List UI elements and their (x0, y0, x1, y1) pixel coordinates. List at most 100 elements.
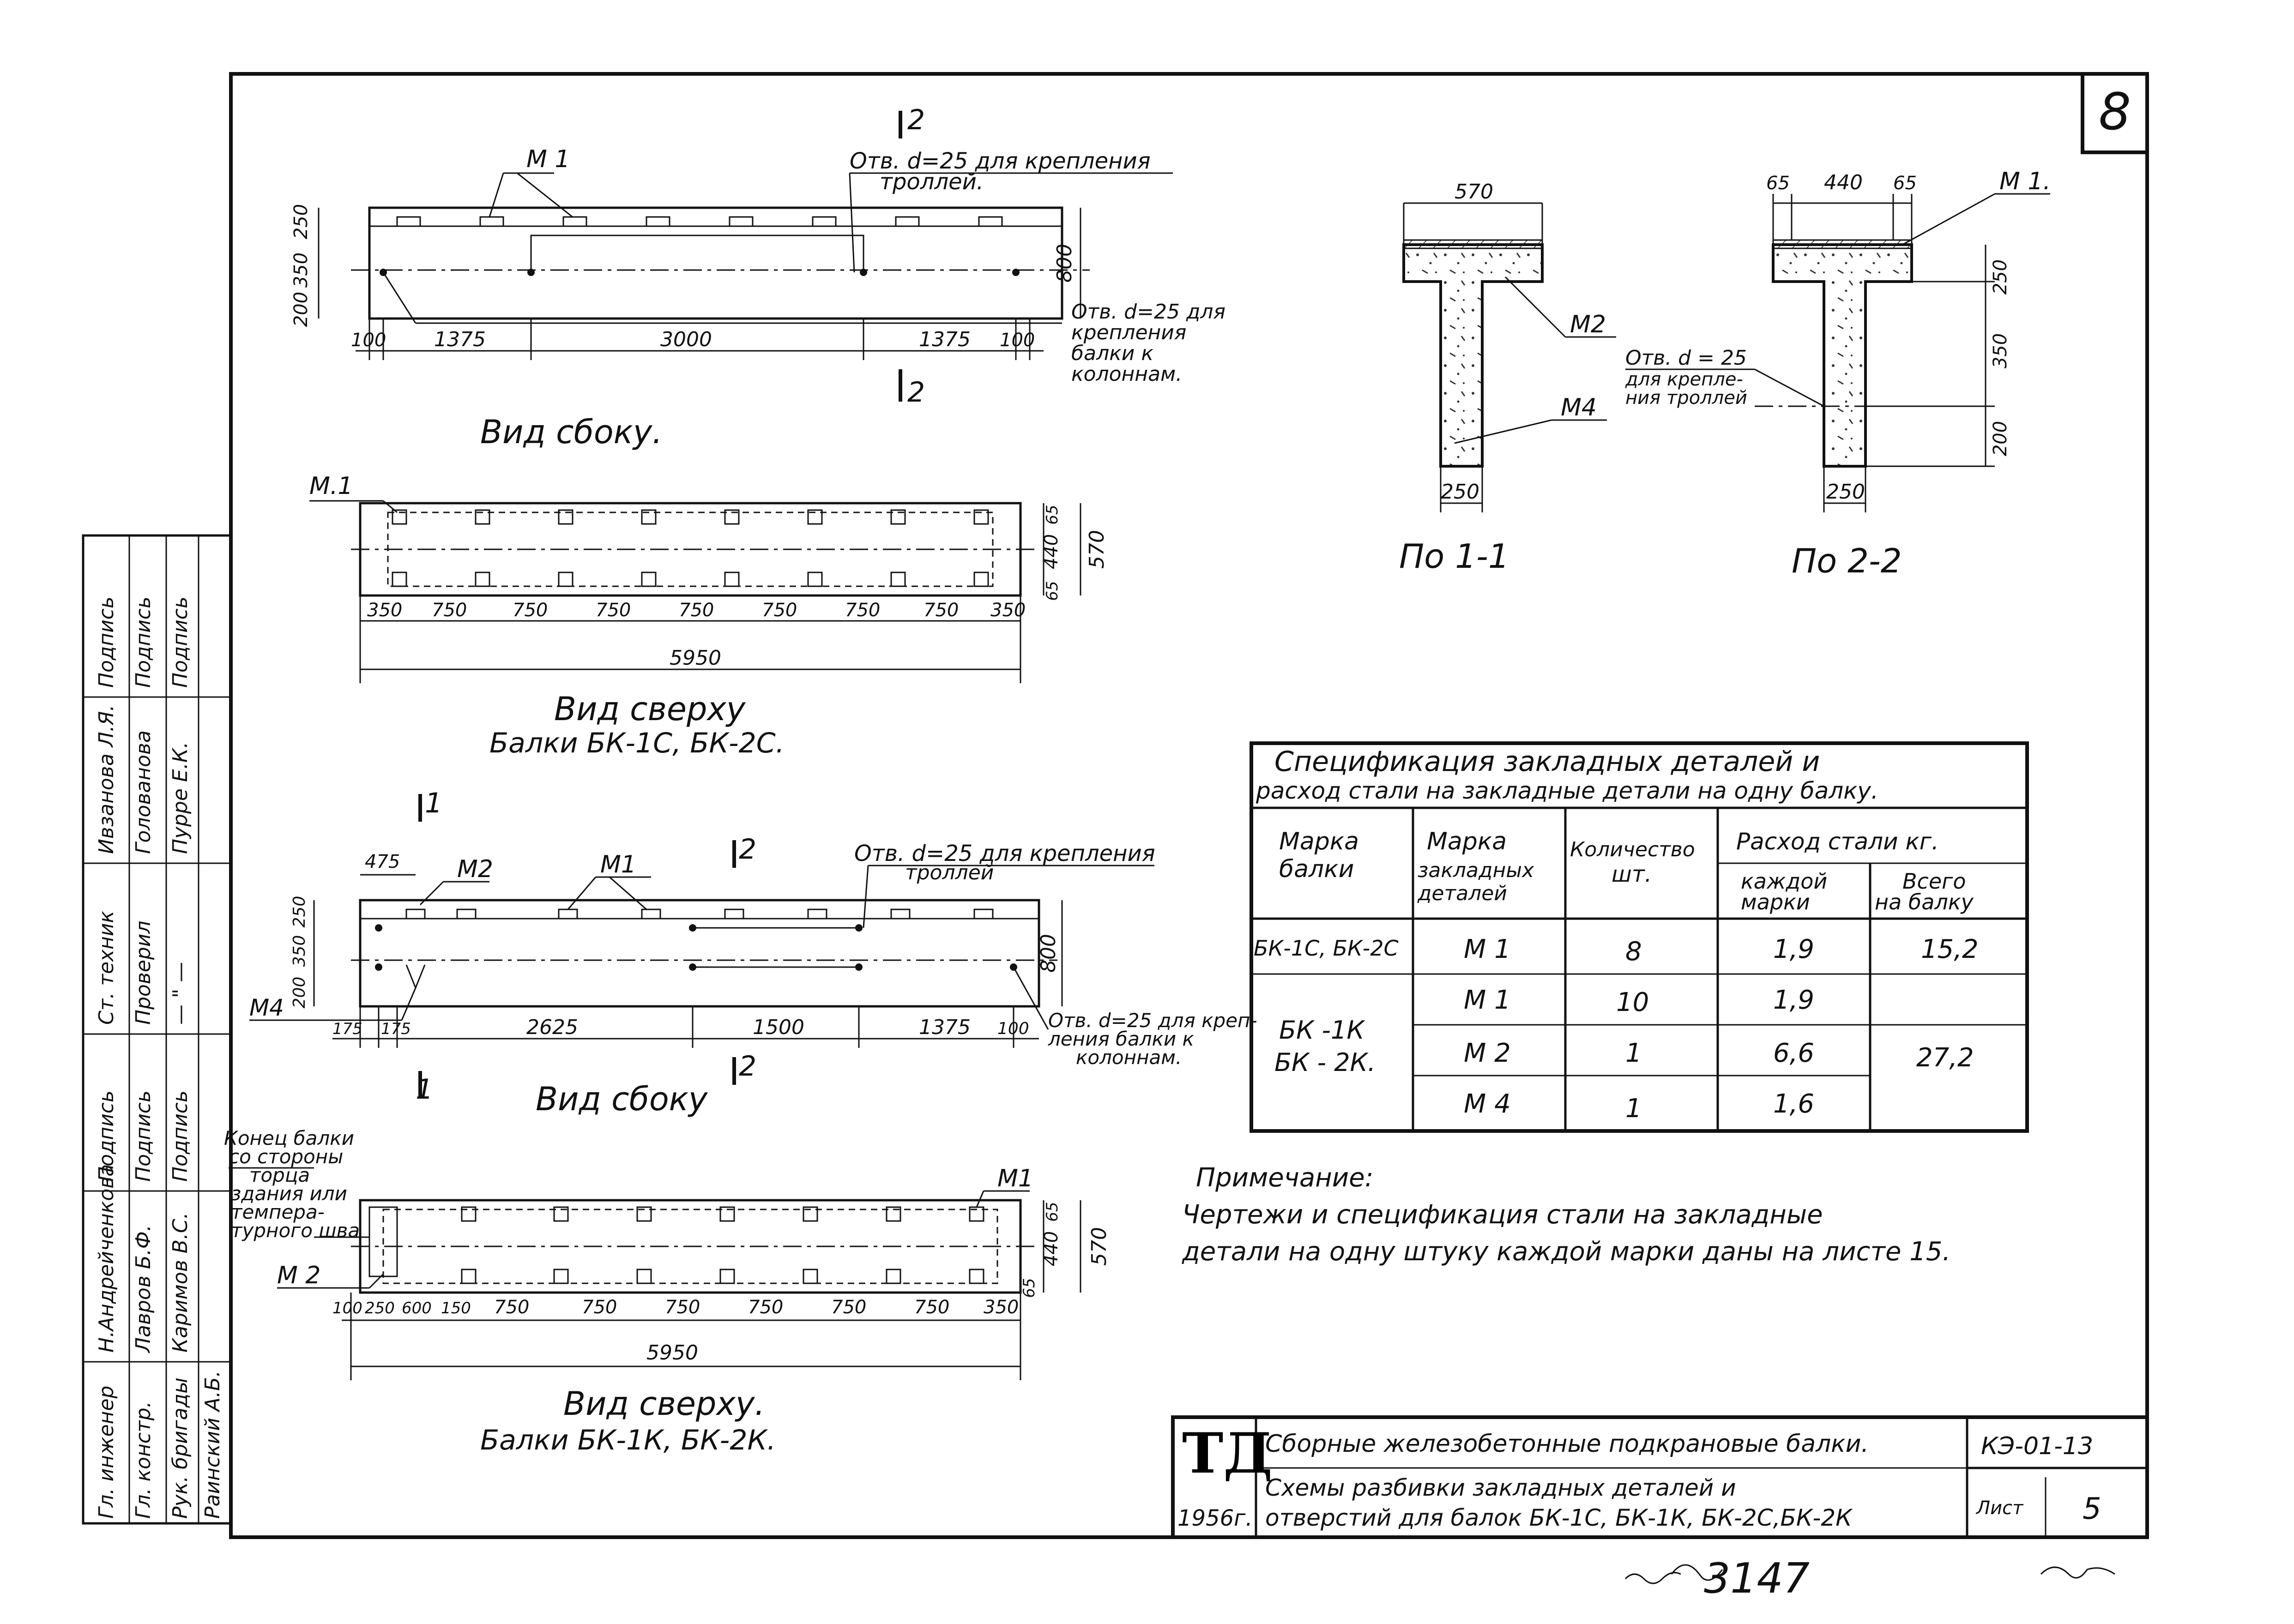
note-section22-3: ния троллей (1625, 387, 1747, 409)
mark-m2-top2: М 2 (277, 1262, 320, 1289)
caption-side-view-2: Вид сбоку (536, 1080, 708, 1118)
svg-text:440: 440 (1824, 171, 1863, 194)
svg-text:475: 475 (365, 851, 400, 872)
year: 1956г. (1177, 1505, 1253, 1531)
svg-text:750: 750 (914, 1297, 949, 1318)
svg-text:закладных: закладных (1418, 859, 1534, 882)
svg-text:Количество: Количество (1570, 838, 1695, 861)
side-stamp-panel: Ст. техник Проверил — " — Ивзанова Л.Я. … (82, 534, 232, 1525)
note-beam-end-1: Конец балки (224, 1127, 354, 1149)
side-col4-a: Н.Андрейченкова (95, 1164, 118, 1353)
caption-side-view-1: Вид сбоку. (480, 413, 663, 451)
svg-text:175: 175 (381, 1020, 411, 1038)
svg-text:350: 350 (367, 600, 402, 621)
beam-outline (368, 206, 1063, 320)
svg-text:Всего: Всего (1902, 869, 1966, 894)
svg-text:100: 100 (351, 330, 386, 351)
svg-text:570: 570 (1455, 180, 1493, 204)
svg-text:БК - 2К.: БК - 2К. (1274, 1048, 1376, 1077)
mark-m1-side2: М1 (600, 851, 636, 878)
side-col1-c: — " — (169, 962, 192, 1025)
side-col5-b: Подпись (132, 1090, 155, 1182)
svg-text:3000: 3000 (660, 328, 712, 351)
svg-text:2625: 2625 (526, 1016, 578, 1039)
section-1-1: 570 М2 М4 250 По 1-1 (1399, 180, 1616, 576)
sheet-number: 8 (2099, 82, 2131, 141)
svg-text:10: 10 (1616, 987, 1649, 1017)
svg-text:750: 750 (679, 600, 714, 621)
svg-text:750: 750 (494, 1297, 529, 1318)
svg-text:темпера-: темпера- (231, 1201, 325, 1223)
svg-text:со стороны: со стороны (229, 1145, 343, 1168)
svg-text:800: 800 (1037, 934, 1060, 973)
svg-text:М 2: М 2 (1464, 1038, 1511, 1068)
mark-m1: М 1 (526, 145, 570, 173)
svg-text:15,2: 15,2 (1921, 934, 1979, 964)
svg-text:750: 750 (513, 600, 548, 621)
svg-text:65: 65 (1043, 1202, 1062, 1221)
section-2-2: 65 440 65 М 1. Отв. d = 25 для крепле- н… (1625, 168, 2051, 580)
side-col3-c: Подпись (169, 596, 192, 688)
svg-text:350: 350 (290, 935, 309, 967)
svg-text:250: 250 (290, 896, 309, 928)
side-col5-a: Подпись (95, 1090, 118, 1182)
svg-text:65: 65 (1766, 173, 1790, 194)
mark-m2-side: М2 (457, 855, 493, 883)
svg-text:1: 1 (425, 787, 442, 819)
side-col5-c: Подпись (169, 1090, 192, 1182)
svg-text:750: 750 (582, 1297, 617, 1318)
side-col1-a: Ст. техник (95, 911, 118, 1025)
svg-text:200: 200 (1990, 421, 2011, 456)
side-col6-c: Рук. бригады (169, 1377, 192, 1519)
note-holes-column-4: колоннам. (1071, 362, 1182, 386)
svg-text:750: 750 (432, 600, 467, 621)
title-block: ТД 1956г. Сборные железобетонные подкран… (1171, 1415, 2149, 1603)
svg-text:шт.: шт. (1612, 861, 1652, 887)
svg-text:100: 100 (332, 1299, 362, 1317)
svg-text:65: 65 (1043, 505, 1062, 524)
side-col4-c: Каримов В.С. (169, 1212, 192, 1353)
side-col3-b: Подпись (132, 596, 155, 688)
svg-text:65: 65 (1020, 1278, 1038, 1298)
svg-text:Марка: Марка (1427, 828, 1507, 855)
svg-text:2: 2 (739, 833, 756, 866)
caption-top-view-1: Вид сверху (554, 690, 746, 728)
svg-text:100: 100 (997, 1019, 1029, 1038)
note-section22-2: для крепле- (1625, 369, 1743, 390)
title-line-3: отверстий для балок БК-1С, БК-1К, БК-2С,… (1265, 1504, 1853, 1531)
svg-text:колоннам.: колоннам. (1076, 1046, 1182, 1069)
title-line-2: Схемы разбивки закладных деталей и (1265, 1474, 1736, 1501)
section-2-bottom: 2 (907, 376, 925, 409)
svg-text:440: 440 (1041, 534, 1062, 569)
archive-number: 3147 (1704, 1554, 1810, 1603)
svg-text:750: 750 (596, 600, 631, 621)
svg-text:350: 350 (984, 1297, 1019, 1318)
svg-text:здания или: здания или (231, 1182, 347, 1205)
mark-m2-section: М2 (1570, 311, 1606, 338)
list-label: Лист (1975, 1498, 2024, 1519)
svg-text:1: 1 (1625, 1038, 1642, 1068)
note-holes-column-1: Отв. d=25 для (1071, 300, 1225, 324)
svg-text:570: 570 (1087, 1227, 1111, 1266)
note-heading: Примечание: (1196, 1163, 1373, 1193)
svg-text:8: 8 (1625, 937, 1642, 967)
svg-text:250: 250 (1990, 259, 2011, 295)
svg-text:600: 600 (402, 1299, 432, 1317)
note-holes-column-v3-1: Отв. d=25 для креп- (1048, 1009, 1257, 1032)
svg-text:балки: балки (1279, 855, 1354, 883)
spec-row2-beam: БК -1К (1279, 1016, 1365, 1045)
svg-text:570: 570 (1085, 530, 1109, 569)
side-col6-b: Гл. констр. (132, 1401, 155, 1519)
svg-text:750: 750 (748, 1297, 783, 1318)
list-number: 5 (2083, 1492, 2101, 1526)
mark-m1-top2: М1 (997, 1165, 1033, 1192)
svg-text:на балку: на балку (1875, 890, 1974, 914)
svg-text:1,9: 1,9 (1773, 934, 1814, 964)
note-block: Примечание: Чертежи и спецификация стали… (1182, 1163, 1950, 1267)
svg-text:350: 350 (290, 253, 312, 288)
note-line-2: детали на одну штуку каждой марки даны н… (1182, 1237, 1950, 1267)
note-section22-1: Отв. d = 25 (1625, 346, 1747, 370)
spec-table: Спецификация закладных деталей и расход … (1250, 741, 2029, 1133)
svg-text:65: 65 (1043, 581, 1062, 601)
view-side-2: 1 1 2 2 475 М2 М1 Отв. d=25 для креплени… (249, 787, 1257, 1118)
